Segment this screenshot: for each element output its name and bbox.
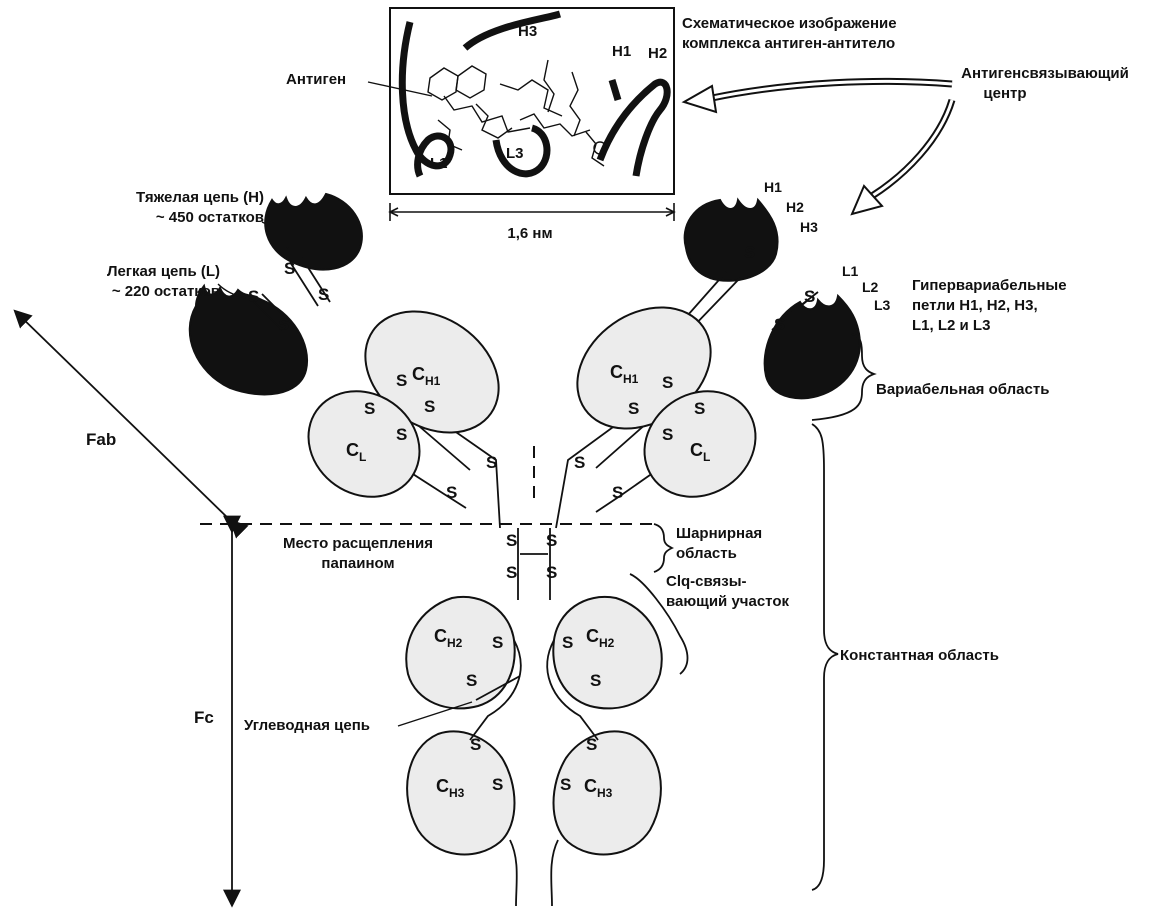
complex-title-line1: Схематическое изображение (682, 14, 897, 33)
ss-left-ch1-a: S (396, 371, 407, 390)
ss-left-vl: S (248, 287, 259, 306)
inset-h3-label: H3 (518, 23, 537, 40)
scale-label: 1,6 нм (490, 224, 570, 243)
ss-right-hinge-b: S (612, 483, 623, 502)
ss-left-ch2-a: S (492, 633, 503, 652)
loop-h2: H2 (786, 199, 804, 215)
ss-right-cl-b: S (662, 425, 673, 444)
fc-region (406, 528, 662, 906)
left-fab-arm (190, 194, 522, 528)
c1q-label-2: вающий участок (666, 592, 789, 611)
ss-left-hinge-b: S (446, 483, 457, 502)
loop-h1: H1 (764, 179, 782, 195)
variable-region-label: Вариабельная область (876, 380, 1049, 399)
inset-h2-label: H2 (648, 45, 667, 62)
constant-region-label: Константная область (840, 646, 999, 665)
ss-left-ch3-a: S (470, 735, 481, 754)
ss-left-ch2-b: S (466, 671, 477, 690)
right-ch2-domain (553, 597, 661, 709)
ss-left-vl-2: S (278, 315, 289, 334)
loop-h3: H3 (800, 219, 818, 235)
fab-label: Fab (86, 430, 116, 449)
light-chain-label-1: Легкая цепь (L) (40, 262, 220, 281)
hinge-label-1: Шарнирная (676, 524, 762, 543)
ss-left-cl-b: S (396, 425, 407, 444)
c1q-label-1: Clq-связы- (666, 572, 747, 591)
binding-site-label-1: Антигенсвязывающий (950, 64, 1140, 83)
papain-label-1: Место расщепления (268, 534, 448, 553)
left-ch2-domain (406, 597, 514, 709)
heavy-chain-label-2: ~ 450 остатков (88, 208, 264, 227)
ss-left-vh-2: S (318, 285, 329, 304)
hypervariable-label-1: Гипервариабельные (912, 276, 1067, 295)
complex-title-line2: комплекса антиген-антитело (682, 34, 895, 53)
disulfide-labels: S S S S S S S S S S S S S S S S S S S S … (248, 243, 815, 794)
light-chain-label-2: ~ 220 остатков (40, 282, 220, 301)
left-vh-domain (265, 194, 362, 270)
hypervariable-label-2: петли H1, H2, H3, (912, 296, 1038, 315)
ss-right-vl-2: S (774, 315, 785, 334)
ss-hinge-1b: S (546, 531, 557, 550)
ss-left-ch1-b: S (424, 397, 435, 416)
fc-label: Fc (194, 708, 214, 727)
hypervariable-label-3: L1, L2 и L3 (912, 316, 990, 335)
ss-left-ch3-b: S (492, 775, 503, 794)
ss-hinge-2b: S (546, 563, 557, 582)
ss-left-hinge-a: S (486, 453, 497, 472)
carbohydrate-label: Углеводная цепь (244, 716, 370, 735)
inset-h1-label: H1 (612, 43, 631, 60)
inset-l3-label: L3 (506, 145, 524, 162)
binding-site-label-2: центр (950, 84, 1060, 103)
ss-right-ch1-a: S (662, 373, 673, 392)
loop-l1: L1 (842, 263, 859, 279)
antigen-label: Антиген (286, 70, 346, 89)
loop-l3: L3 (874, 297, 891, 313)
papain-label-2: папаином (268, 554, 448, 573)
loop-l2: L2 (862, 279, 879, 295)
ss-right-ch2-a: S (562, 633, 573, 652)
ss-hinge-2a: S (506, 563, 517, 582)
right-fab-arm (554, 200, 860, 528)
ss-right-ch2-b: S (590, 671, 601, 690)
ss-hinge-1a: S (506, 531, 517, 550)
ss-right-ch3-b: S (560, 775, 571, 794)
ss-left-vh: S (284, 259, 295, 278)
binding-site-arrows (684, 81, 952, 214)
right-vh-domain (685, 200, 778, 281)
inset-l1-label: L1 (430, 155, 448, 172)
ss-right-hinge-a: S (574, 453, 585, 472)
carbohydrate-pointer (398, 702, 472, 726)
hinge-label-2: область (676, 544, 737, 563)
ss-right-ch3-a: S (586, 735, 597, 754)
ss-right-vl: S (804, 287, 815, 306)
scale-bar (390, 203, 674, 221)
heavy-chain-label-1: Тяжелая цепь (H) (88, 188, 264, 207)
ss-right-ch1-b: S (628, 399, 639, 418)
ss-left-cl-a: S (364, 399, 375, 418)
ss-right-cl-a: S (694, 399, 705, 418)
complex-inset: H3 H1 H2 L1 L3 (390, 8, 674, 194)
right-vl-domain (765, 296, 860, 398)
ss-right-vh: S (744, 243, 755, 262)
